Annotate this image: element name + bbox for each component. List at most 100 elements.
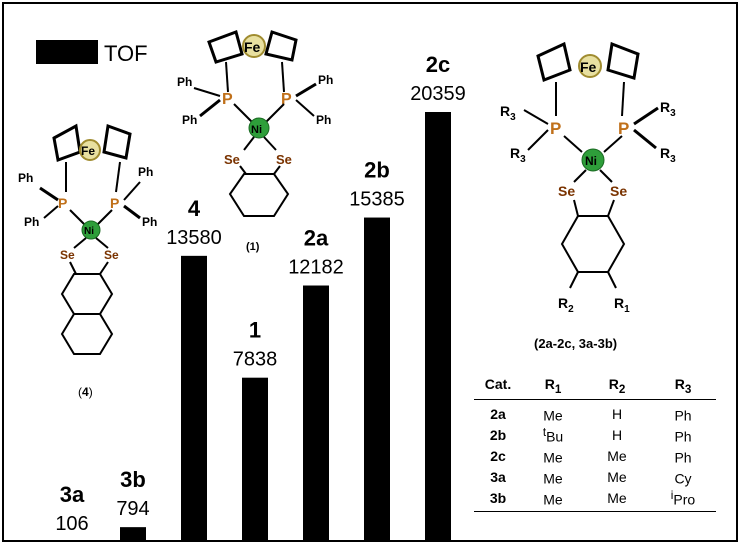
cell-r1: Me: [543, 491, 563, 508]
bar-labels-group: 3a 106 3b 794 4 13580 1 7838 2a 12182 2b 15385 2c 203…: [55, 52, 466, 535]
bar-value-label: 20359: [410, 83, 466, 105]
svg-text:Se: Se: [558, 183, 575, 199]
bar-3b: [120, 527, 146, 540]
svg-text:Fe: Fe: [81, 144, 95, 158]
svg-text:Se: Se: [276, 152, 292, 167]
cell-r1: tBu: [542, 425, 564, 445]
cell-r1: Me: [543, 407, 563, 424]
legend-label: TOF: [104, 41, 148, 66]
svg-text:Ph: Ph: [24, 215, 39, 229]
ferrocene-icon: Fe: [536, 41, 640, 83]
svg-text:Ph: Ph: [177, 75, 192, 89]
structure-4: Fe P P Ph Ph Ph Ph Ni Se Se: [18, 123, 157, 399]
bar-category-label: 3a: [60, 482, 85, 507]
cell-cat: 2c: [490, 448, 506, 465]
header-cat: Cat.: [484, 376, 512, 392]
table-bottom-rule: [474, 510, 716, 512]
cell-cat: 2b: [489, 427, 507, 444]
tof-bar-chart: TOF 3a 106 3b 794 4 13580 1 7838 2a 12182 2b 15385 2…: [18, 30, 676, 540]
bar-category-label: 2b: [364, 158, 390, 183]
svg-text:Ni: Ni: [84, 226, 94, 237]
bar-value-label: 794: [116, 498, 149, 520]
svg-text:P: P: [550, 119, 561, 138]
bar-category-label: 2a: [304, 226, 329, 251]
cell-cat: 3b: [489, 490, 507, 507]
cell-r3: Cy: [674, 470, 692, 487]
cell-r3: Ph: [674, 407, 692, 424]
svg-text:Fe: Fe: [244, 39, 261, 55]
header-r1: R1: [544, 376, 562, 396]
bar-category-label: 3b: [120, 467, 146, 492]
cell-r3: iPro: [670, 488, 696, 508]
cell-r1: Me: [543, 449, 563, 466]
bar-value-label: 15385: [349, 189, 405, 211]
p-atom-right: P: [281, 91, 292, 108]
legend: TOF: [36, 40, 148, 66]
bar-2c: [425, 112, 451, 540]
svg-text:Ni: Ni: [585, 154, 597, 168]
svg-text:Se: Se: [60, 248, 75, 262]
svg-text:Ph: Ph: [182, 113, 197, 127]
table-row: 3b Me Me iPro: [474, 488, 716, 509]
cell-r3: Ph: [674, 449, 692, 466]
figure-frame: TOF 3a 106 3b 794 4 13580 1 7838 2a 12182 2b 15385 2…: [2, 2, 738, 542]
cell-r1: Me: [543, 470, 563, 487]
svg-text:Se: Se: [610, 183, 627, 199]
table-row: 2a Me H Ph: [474, 404, 716, 425]
structure-2-caption: (2a-2c, 3a-3b): [534, 336, 617, 351]
svg-text:P: P: [618, 119, 629, 138]
svg-text:Ph: Ph: [18, 171, 33, 185]
bar-value-label: 7838: [233, 349, 278, 371]
bars-group: [120, 112, 451, 540]
cell-r2: H: [611, 406, 623, 423]
ferrocene-icon: Fe: [207, 30, 298, 64]
p-atom-left: P: [222, 91, 233, 108]
table-row: 2c Me Me Ph: [474, 446, 716, 467]
bar-2b: [364, 217, 390, 540]
svg-text:Ph: Ph: [316, 113, 331, 127]
svg-text:R3: R3: [500, 103, 516, 123]
structure-1: Fe P P Ph Ph Ph Ph Ni Se Se (1): [177, 30, 333, 253]
svg-text:Se: Se: [104, 248, 119, 262]
svg-text:Fe: Fe: [580, 59, 597, 75]
bar-value-label: 12182: [288, 257, 344, 279]
svg-text:Ph: Ph: [138, 165, 153, 179]
cell-r2: Me: [607, 448, 627, 465]
bar-category-label: 2c: [426, 52, 450, 77]
bar-4: [181, 255, 207, 540]
cell-r2: H: [611, 427, 623, 444]
svg-text:Se: Se: [224, 152, 240, 167]
ferrocene-icon: Fe: [52, 123, 132, 163]
header-r2: R2: [608, 376, 626, 396]
svg-text:Ph: Ph: [142, 215, 157, 229]
bar-1: [242, 377, 268, 540]
cell-cat: 3a: [490, 469, 506, 486]
legend-swatch: [36, 40, 98, 64]
svg-text:R3: R3: [660, 99, 676, 119]
structure-2: Fe P P R3 R3 R3 R3 Ni Se Se: [500, 41, 676, 351]
svg-text:Ph: Ph: [318, 73, 333, 87]
bar-value-label: 106: [55, 513, 88, 535]
bar-category-label: 1: [249, 318, 261, 343]
svg-text:R2: R2: [558, 295, 574, 315]
table-row: 3a Me Me Cy: [474, 467, 716, 488]
table-header: Cat. R1 R2 R3: [474, 376, 716, 400]
bar-value-label: 13580: [166, 227, 222, 249]
bar-category-label: 4: [188, 196, 201, 221]
structure-1-caption: (1): [246, 241, 260, 253]
cell-r2: Me: [607, 490, 627, 507]
cell-cat: 2a: [490, 406, 506, 423]
svg-text:P: P: [110, 195, 119, 211]
svg-text:R3: R3: [660, 145, 676, 165]
bar-2a: [303, 285, 329, 540]
header-r3: R3: [674, 376, 692, 396]
svg-text:R1: R1: [614, 295, 630, 315]
cell-r2: Me: [607, 469, 627, 486]
structure-4-caption: (4): [78, 385, 93, 399]
svg-text:Ni: Ni: [251, 124, 262, 136]
svg-text:R3: R3: [510, 145, 526, 165]
svg-text:P: P: [58, 195, 67, 211]
